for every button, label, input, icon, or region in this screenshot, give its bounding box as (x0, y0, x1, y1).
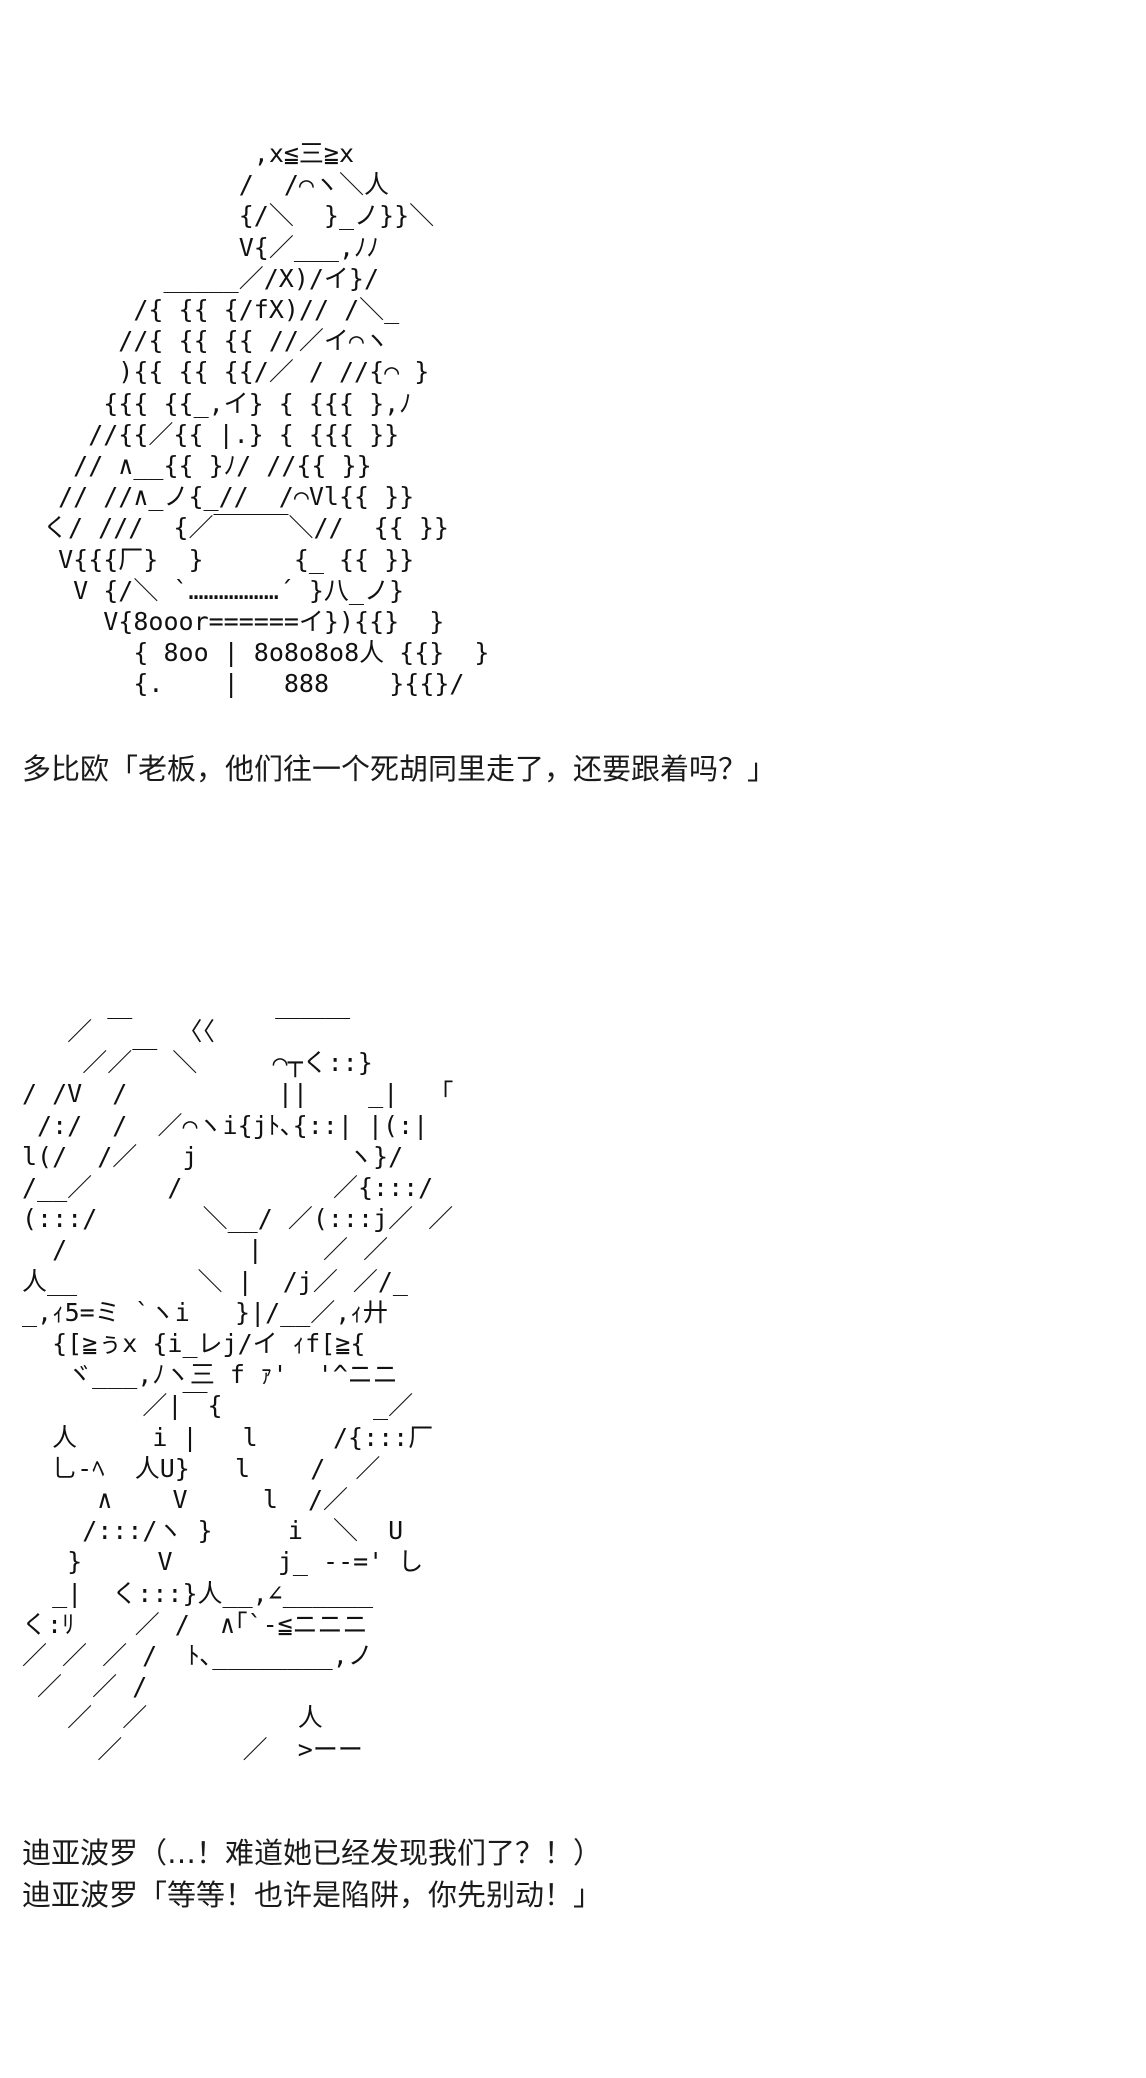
art-2-line: _| く:::}人__,∠______ (22, 1578, 374, 1608)
art-2-line: ／ ／ 人 (22, 1703, 323, 1733)
art-2-line: ／ ／ >ーー (22, 1734, 363, 1764)
art-2-line: (:::/ ＼__/ ／(:::j／ ／ (22, 1204, 454, 1234)
art-2-line: ／|￣{ _／ (22, 1391, 414, 1421)
art-2-line: } V j_ --=' し (22, 1547, 424, 1577)
art-1-line: ,x≦三≧x (28, 139, 355, 168)
art-1-line: { 8oo | 8o8o8o8人 {{} } (28, 638, 490, 668)
art-2-line: 乚-ﾍ 人U} l / ／ (22, 1453, 381, 1483)
art-1-line: {{{ {{_,イ} { {{{ },ﾉ (28, 388, 412, 418)
art-1-line: // //∧_ノ{_// /⌒Vl{{ }} (28, 482, 415, 512)
art-2-line: 人__ ＼ | /j／ ／/_ (22, 1266, 408, 1296)
art-1-line: //{ {{ {{ //／イ⌒ヽ (28, 326, 389, 356)
art-2-line: l(/ /／ j ヽ}/ (22, 1141, 404, 1171)
art-2-line: ／ ／ ／ / ﾄ､________,ノ (22, 1641, 373, 1671)
art-1-line: //{{／{{ |.} { {{{ }} (28, 419, 400, 449)
art-1-line: / /⌒ヽ＼人 (28, 170, 389, 200)
art-2-line: / /V / || _| 「 (22, 1079, 454, 1109)
art-2-line: く:ﾘ ／ / ∧｢`-≦ニニニ (22, 1609, 368, 1639)
art-2-line: / | ／ ／ (22, 1235, 389, 1265)
art-1-line: /{ {{ {/fX)// /＼_ (28, 295, 400, 325)
art-1-line: V {/＼ `………………´ }八_ノ} (28, 575, 405, 605)
art-1-line: V{{{厂} } {_ {{ }} (28, 544, 415, 574)
art-1-line: く/ /// {／￣￣￣＼// {{ }} (28, 513, 449, 543)
art-2-line: ／ ￣ 〈〈 ￣￣￣ (22, 1017, 351, 1046)
art-2-line: /:::/ヽ } i ＼ U (22, 1516, 404, 1546)
art-2-line: ／／￣ ＼ ⌒┬く::} (22, 1048, 373, 1078)
art-2-line: _,ｨ5=ミ `ヽi }|/__／,ｨ廾 (22, 1297, 388, 1327)
dialogue-diavolo-speech: 迪亚波罗「等等！也许是陷阱，你先别动！」 (22, 1878, 603, 1912)
art-2-line: /__／ / ／{:::/ (22, 1173, 434, 1203)
art-1-line: {/＼ }_ノ}}＼ (28, 201, 435, 231)
art-2-line: ヾ___,ﾉヽ三 f ｧ' '^ニニ (22, 1360, 398, 1390)
art-2-line: ／ ／ / (22, 1672, 148, 1702)
art-2-line: 人 i | l /{:::厂 (22, 1422, 434, 1452)
art-2-line: /:/ / ／⌒ヽi{jﾄ､{::| |(:| (22, 1110, 429, 1140)
art-1-line: V{8ooor======イ}){{} } (28, 607, 445, 637)
art-2-line: {[≧ぅx {i_レj/イ ｨf[≧{ (22, 1329, 366, 1359)
art-1-line: {. | 888 }{{}/ (28, 669, 465, 699)
dialogue-doppio: 多比欧「老板，他们往一个死胡同里走了，还要跟着吗？」 (22, 752, 777, 786)
ascii-art-cloaked-figure: ／ ￣ 〈〈 ￣￣￣ ／／￣ ＼ ⌒┬く::} / /V / || _| 「 /… (22, 1016, 453, 1765)
dialogue-diavolo-thought: 迪亚波罗（…！难道她已经发现我们了？！） (22, 1836, 603, 1870)
art-1-line: ){{ {{ {{/／ / //{⌒ } (28, 357, 430, 387)
ascii-art-hooded-figure: ,x≦三≧x / /⌒ヽ＼人 {/＼ }_ノ}}＼ V{／___,ﾉﾉ ____… (28, 138, 490, 700)
art-1-line: // ∧__{{ }ﾉ/ //{{ }} (28, 451, 372, 481)
art-1-line: _____／/X)/イ}/ (28, 263, 380, 293)
art-2-line: ∧ V l /／ (22, 1485, 349, 1515)
art-1-line: V{／___,ﾉﾉ (28, 232, 380, 262)
